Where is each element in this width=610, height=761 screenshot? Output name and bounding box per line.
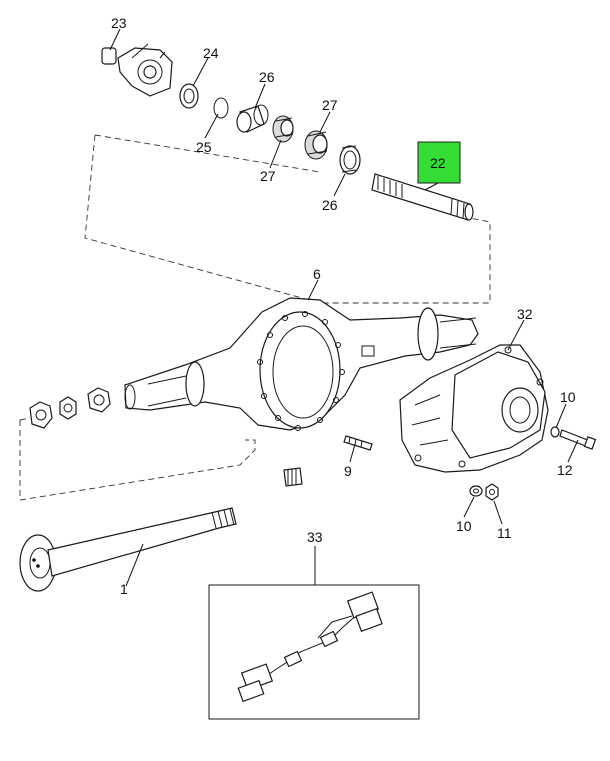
highlight-box <box>417 141 461 184</box>
callout-26-upper[interactable]: 26 <box>259 69 275 85</box>
callout-25[interactable]: 25 <box>196 139 212 155</box>
callout-22[interactable]: 22 <box>430 155 446 171</box>
bolt-part[interactable] <box>559 429 597 450</box>
nut-part[interactable] <box>485 483 499 501</box>
bushing-part[interactable] <box>283 467 303 487</box>
callout-32[interactable]: 32 <box>517 306 533 322</box>
callout-10-upper[interactable]: 10 <box>560 389 576 405</box>
callout-12[interactable]: 12 <box>557 462 573 478</box>
seal-part[interactable] <box>179 83 199 109</box>
leader-lines <box>109 28 579 587</box>
axle-housing-part[interactable] <box>124 297 479 431</box>
callout-10-lower[interactable]: 10 <box>456 518 472 534</box>
axle-shaft-part[interactable] <box>19 507 237 592</box>
callout-24[interactable]: 24 <box>203 45 219 61</box>
bearing-cup-lower-part[interactable] <box>339 145 361 175</box>
snap-ring-part[interactable] <box>213 97 229 119</box>
pinion-yoke-part[interactable] <box>101 43 173 97</box>
callout-9[interactable]: 9 <box>344 463 352 479</box>
washer-lower-part[interactable] <box>469 485 483 497</box>
bearing-cup-upper-part[interactable] <box>236 104 269 133</box>
bearing-cone-lower-part[interactable] <box>272 115 294 143</box>
callout-26-lower[interactable]: 26 <box>322 197 338 213</box>
callout-1[interactable]: 1 <box>120 581 128 597</box>
wiring-harness-part[interactable] <box>208 584 420 720</box>
pinion-shaft-part[interactable] <box>371 173 474 221</box>
assembly-guide-lines <box>19 134 491 501</box>
stud-part[interactable] <box>343 435 373 451</box>
callout-11[interactable]: 11 <box>497 525 512 541</box>
callout-6[interactable]: 6 <box>313 266 321 282</box>
washer-upper-part[interactable] <box>550 426 560 438</box>
callout-33[interactable]: 33 <box>307 529 323 545</box>
differential-carrier-part[interactable] <box>399 344 549 473</box>
callout-27-lower[interactable]: 27 <box>260 168 276 184</box>
bearing-cone-upper-part[interactable] <box>304 130 328 160</box>
spindle-nuts-part[interactable] <box>29 387 111 429</box>
callout-labels: 23 24 25 26 27 27 26 22 6 32 10 12 9 10 … <box>111 15 576 597</box>
callout-27-upper[interactable]: 27 <box>322 97 338 113</box>
callout-23[interactable]: 23 <box>111 15 127 31</box>
